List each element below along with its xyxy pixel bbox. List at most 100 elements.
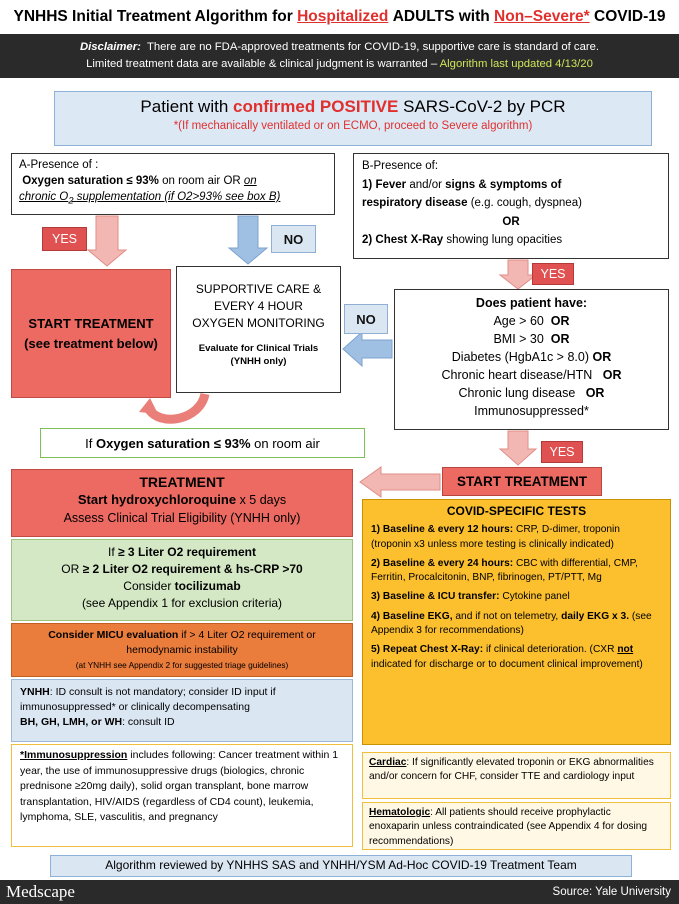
arrow-b-yes [498, 259, 538, 290]
risk-item: Chronic heart disease/HTN OR [395, 366, 668, 384]
covid-test-item: 1) Baseline & every 12 hours: CRP, D-dim… [371, 523, 662, 552]
tocilizumab-box: If ≥ 3 Liter O2 requirement OR ≥ 2 Liter… [11, 539, 353, 621]
arrow-no-left [342, 330, 393, 368]
arrow-recheck-head [139, 398, 158, 414]
arrow-to-treatment [359, 466, 441, 498]
id-text-3: : consult ID [122, 716, 175, 728]
treatment-box: TREATMENT Start hydroxychloroquine x 5 d… [11, 469, 353, 537]
box-a-o2: Oxygen saturation ≤ 93% [22, 175, 159, 187]
box-b-item-1: 1) Fever and/or signs & symptoms of [362, 176, 660, 195]
supportive-care-box: SUPPORTIVE CARE & EVERY 4 HOUR OXYGEN MO… [176, 266, 341, 393]
toci-3l: ≥ 3 Liter O2 requirement [118, 545, 256, 559]
immunosuppression-box: *Immunosuppression includes following: C… [11, 744, 353, 847]
box-b-presence: B-Presence of: 1) Fever and/or signs & s… [353, 153, 669, 259]
id-text-1: : ID consult is not mandatory; consider … [49, 686, 276, 698]
box-a-heading: A-Presence of : [19, 159, 99, 171]
id-line-3: BH, GH, LMH, or WH: consult ID [20, 715, 344, 730]
confirmed-text-2: SARS-CoV-2 by PCR [403, 97, 566, 116]
covid-tests-heading: COVID-SPECIFIC TESTS [446, 504, 587, 518]
disclaimer-text-1: There are no FDA-approved treatments for… [146, 41, 600, 53]
title-hospitalized: Hospitalized [297, 8, 389, 25]
supportive-line-1: SUPPORTIVE CARE & [195, 282, 322, 296]
box-b-signs: signs & symptoms of [445, 178, 562, 191]
start-treatment-small: START TREATMENT [442, 467, 602, 496]
covid-tests-box: COVID-SPECIFIC TESTS 1) Baseline & every… [362, 499, 671, 745]
box-a-chronic-post: supplementation (if O2>93% see box B) [76, 191, 281, 203]
risk-item-text: Chronic lung disease [458, 386, 576, 400]
covid-test-bold: 2) Baseline & every 24 hours: [371, 557, 514, 569]
confirmed-highlight: confirmed POSITIVE [233, 97, 399, 116]
risk-item-text: BMI > 30 [493, 332, 544, 346]
hematologic-label: Hematologic [369, 807, 431, 818]
risk-item: Immunosuppressed* [395, 402, 668, 420]
yes-tag-a: YES [42, 227, 87, 251]
confirmed-positive-box: Patient with confirmed POSITIVE SARS-CoV… [54, 91, 652, 146]
cardiac-text: : If significantly elevated troponin or … [369, 757, 654, 783]
cxr-bold: 5) Repeat Chest X-Ray: [371, 644, 484, 656]
box-a-presence: A-Presence of : Oxygen saturation ≤ 93% … [11, 153, 335, 215]
immuno-title: *Immunosuppression [20, 749, 128, 761]
if-oxygen-box: If Oxygen saturation ≤ 93% on room air [40, 428, 365, 458]
title-text-3: COVID-19 [594, 8, 666, 25]
box-b-andor: and/or [409, 178, 442, 191]
yes-tag-c: YES [541, 441, 583, 463]
risk-item-or: OR [585, 386, 605, 400]
ekg-bold-2: daily EKG x 3. [561, 610, 630, 622]
toci-line-1: If ≥ 3 Liter O2 requirement [12, 544, 352, 561]
box-a-chronic-sub: 2 [68, 195, 74, 207]
arrow-a-no [227, 215, 269, 265]
toci-consider: Consider [123, 579, 172, 593]
cardiac-label: Cardiac [369, 757, 407, 768]
treatment-hcq: Start hydroxychloroquine x 5 days [12, 491, 352, 509]
id-ynhh: YNHH [20, 686, 50, 698]
box-b-heading: B-Presence of: [362, 160, 439, 172]
start-treatment-box: START TREATMENT (see treatment below) [11, 269, 171, 398]
page-title: YNHHS Initial Treatment Algorithm for Ho… [0, 0, 679, 34]
covid-test-item: 2) Baseline & every 24 hours: CBC with d… [371, 557, 662, 586]
micu-box: Consider MICU evaluation if > 4 Liter O2… [11, 623, 353, 677]
risk-item: BMI > 30 OR [395, 330, 668, 348]
id-text-2: immunosuppressed* or clinically decompen… [20, 701, 250, 713]
risk-item-or: OR [550, 332, 570, 346]
toci-appendix: (see Appendix 1 for exclusion criteria) [81, 596, 283, 610]
cxr-text-1: if clinical deterioration. (CXR [485, 644, 615, 656]
toci-drug: tocilizumab [174, 579, 241, 593]
toci-or: OR [61, 562, 80, 576]
yes-tag-b: YES [532, 263, 574, 285]
hematologic-text: : All patients should receive prophylact… [369, 807, 648, 847]
no-tag-mid: NO [344, 304, 388, 334]
risk-item-or: OR [602, 368, 622, 382]
if-o2-pre: If [85, 435, 93, 451]
toci-if: If [108, 545, 115, 559]
cardiac-box: Cardiac: If significantly elevated tropo… [362, 752, 671, 799]
disclaimer-banner: Disclaimer: There are no FDA-approved tr… [0, 34, 679, 78]
box-a-line-1: Oxygen saturation ≤ 93% on room air OR o… [19, 173, 327, 189]
toci-2l: ≥ 2 Liter O2 requirement & hs-CRP >70 [82, 562, 303, 576]
box-a-on: on [243, 175, 257, 187]
risk-item-text: Chronic heart disease/HTN [441, 368, 593, 382]
disclaimer-label: Disclaimer: [79, 41, 141, 53]
covid-test-text: CRP, D-dimer, troponin (troponin x3 unle… [371, 524, 620, 550]
box-b-resp: respiratory disease [362, 197, 468, 209]
box-b-item-1b: respiratory disease (e.g. cough, dyspnea… [362, 194, 660, 213]
id-hospitals: BH, GH, LMH, or WH [20, 716, 123, 728]
medscape-logo: Medscape [6, 882, 75, 901]
toci-line-2: OR ≥ 2 Liter O2 requirement & hs-CRP >70 [12, 561, 352, 578]
disclaimer-updated: Algorithm last updated 4/13/20 [439, 58, 593, 70]
if-o2-bold: Oxygen saturation ≤ 93% [95, 435, 251, 451]
risk-heading: Does patient have: [475, 296, 588, 310]
box-b-num: 1) [362, 178, 373, 191]
footer-bar: Medscape Source: Yale University [0, 880, 679, 904]
title-text-1: YNHHS Initial Treatment Algorithm for [13, 8, 293, 25]
if-o2-post: on room air [254, 435, 320, 451]
covid-test-bold: 1) Baseline & every 12 hours: [371, 524, 514, 536]
risk-item: Diabetes (HgbA1c > 8.0) OR [395, 348, 668, 366]
micu-rest-1: if > 4 Liter O2 requirement or [181, 629, 316, 641]
treatment-hcq-rest: x 5 days [239, 493, 287, 507]
box-a-o2-rest: on room air OR [162, 175, 241, 187]
start-treatment-label: START TREATMENT [28, 315, 154, 331]
source-credit: Source: Yale University [552, 886, 671, 898]
box-a-line-2: chronic O2 supplementation (if O2>93% se… [19, 189, 327, 209]
risk-item: Chronic lung disease OR [395, 384, 668, 402]
micu-small: (at YNHH see Appendix 2 for suggested tr… [75, 660, 289, 670]
